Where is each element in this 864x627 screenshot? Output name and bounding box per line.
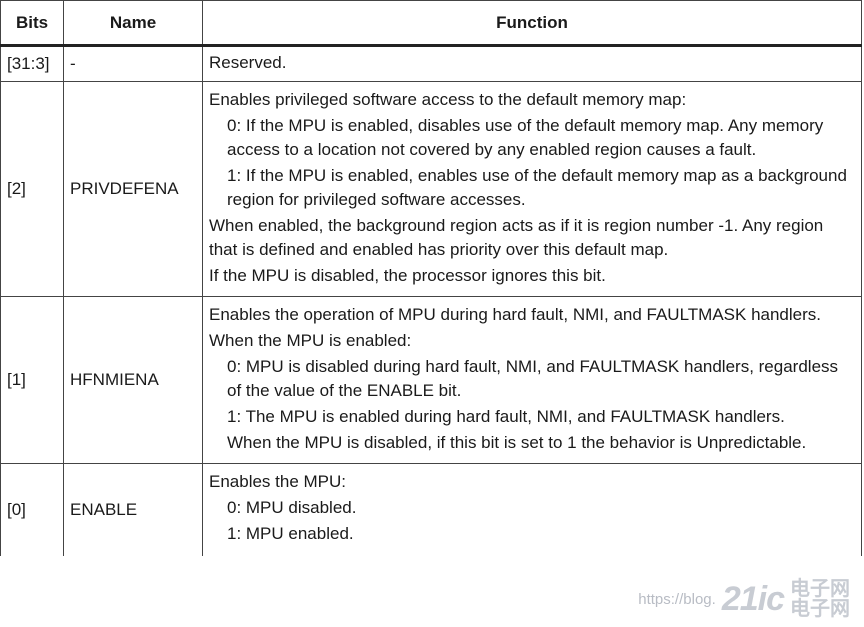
cell-name: HFNMIENA (63, 296, 203, 464)
table-header-row: Bits Name Function (0, 0, 862, 47)
function-line: When enabled, the background region acts… (209, 216, 824, 259)
header-bits: Bits (0, 0, 64, 47)
cell-function: Enables the MPU: 0: MPU disabled. 1: MPU… (202, 463, 862, 556)
cell-function: Reserved. (202, 45, 862, 82)
watermark-url: https://blog. (638, 590, 716, 608)
table-row-hfnmiena: [1] HFNMIENA Enables the operation of MP… (0, 296, 862, 464)
function-line: When the MPU is enabled: (209, 331, 412, 350)
watermark: https://blog. 21ic 电子网 电子网 (638, 579, 850, 619)
header-name: Name (63, 0, 203, 47)
header-function: Function (202, 0, 862, 47)
watermark-cn-bottom: 电子网 (790, 598, 850, 620)
cell-bits: [0] (0, 463, 64, 556)
cell-name: PRIVDEFENA (63, 81, 203, 297)
table-row-privdefena: [2] PRIVDEFENA Enables privileged softwa… (0, 81, 862, 297)
watermark-cn: 电子网 电子网 (790, 579, 850, 619)
watermark-cn-top: 电子网 (790, 578, 850, 600)
function-line: Enables the operation of MPU during hard… (209, 305, 821, 324)
function-option: 0: MPU disabled. (227, 498, 357, 517)
function-option: When the MPU is disabled, if this bit is… (227, 433, 807, 452)
cell-function: Enables privileged software access to th… (202, 81, 862, 297)
function-option: 0: MPU is disabled during hard fault, NM… (227, 357, 839, 400)
cell-bits: [31:3] (0, 45, 64, 82)
function-option: 1: MPU enabled. (227, 524, 354, 543)
cell-name: ENABLE (63, 463, 203, 556)
function-option: 1: If the MPU is enabled, enables use of… (227, 166, 847, 209)
function-option: 0: If the MPU is enabled, disables use o… (227, 116, 824, 159)
register-bit-table: Bits Name Function [31:3] - Reserved. [2… (0, 0, 862, 556)
function-line: Enables the MPU: (209, 472, 347, 491)
function-option: 1: The MPU is enabled during hard fault,… (227, 407, 785, 426)
function-line: Reserved. (209, 53, 287, 72)
function-line: If the MPU is disabled, the processor ig… (209, 266, 606, 285)
cell-name: - (63, 45, 203, 82)
table-row-enable: [0] ENABLE Enables the MPU: 0: MPU disab… (0, 463, 862, 556)
cell-function: Enables the operation of MPU during hard… (202, 296, 862, 464)
table-row-reserved: [31:3] - Reserved. (0, 45, 862, 82)
watermark-logo: 21ic (721, 579, 785, 618)
cell-bits: [1] (0, 296, 64, 464)
cell-bits: [2] (0, 81, 64, 297)
function-line: Enables privileged software access to th… (209, 90, 687, 109)
